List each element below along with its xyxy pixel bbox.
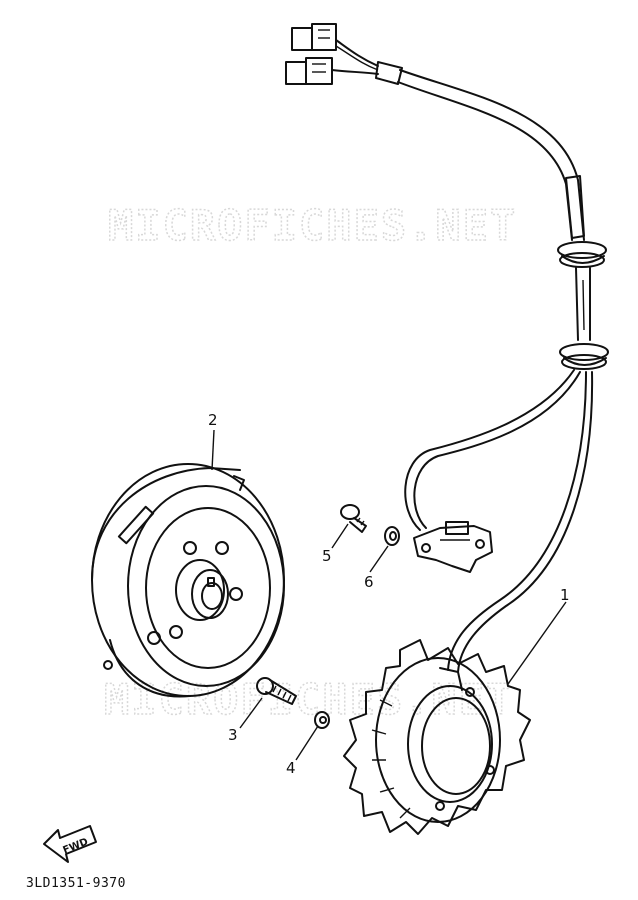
leader-rotor: [211, 429, 215, 471]
leader-stator: [507, 601, 567, 685]
watermark-bottom: MICROFICHES.NET: [104, 675, 513, 724]
drawing-code: 3LD1351-9370: [26, 876, 126, 891]
washer-rotor: [314, 711, 330, 729]
callout-1: 1: [560, 586, 570, 604]
grommet-upper: [557, 241, 607, 268]
callout-5: 5: [322, 547, 332, 565]
stator: [343, 639, 531, 835]
callout-6: 6: [364, 573, 374, 591]
rotor-flywheel: [91, 463, 285, 698]
callout-2: 2: [208, 411, 218, 429]
fwd-label: FWD: [61, 836, 89, 856]
connector-lower: [285, 57, 333, 85]
fwd-arrow-icon: FWD: [43, 825, 97, 863]
bolt-rotor: [256, 677, 297, 705]
connector-upper: [291, 23, 337, 51]
grommet-lower: [559, 343, 609, 370]
callout-3: 3: [228, 726, 238, 744]
leader-bolt: [239, 697, 263, 729]
washer-pickup-coil: [384, 526, 400, 546]
leader-screw-5: [331, 523, 349, 549]
screw-pickup-coil: [340, 504, 367, 533]
callout-4: 4: [286, 759, 296, 777]
leader-washer-4: [295, 725, 319, 761]
pickup-coil: [413, 521, 493, 573]
watermark-top: MICROFICHES.NET: [108, 201, 517, 250]
leader-washer-6: [369, 545, 389, 573]
wire-harness: [285, 23, 609, 673]
